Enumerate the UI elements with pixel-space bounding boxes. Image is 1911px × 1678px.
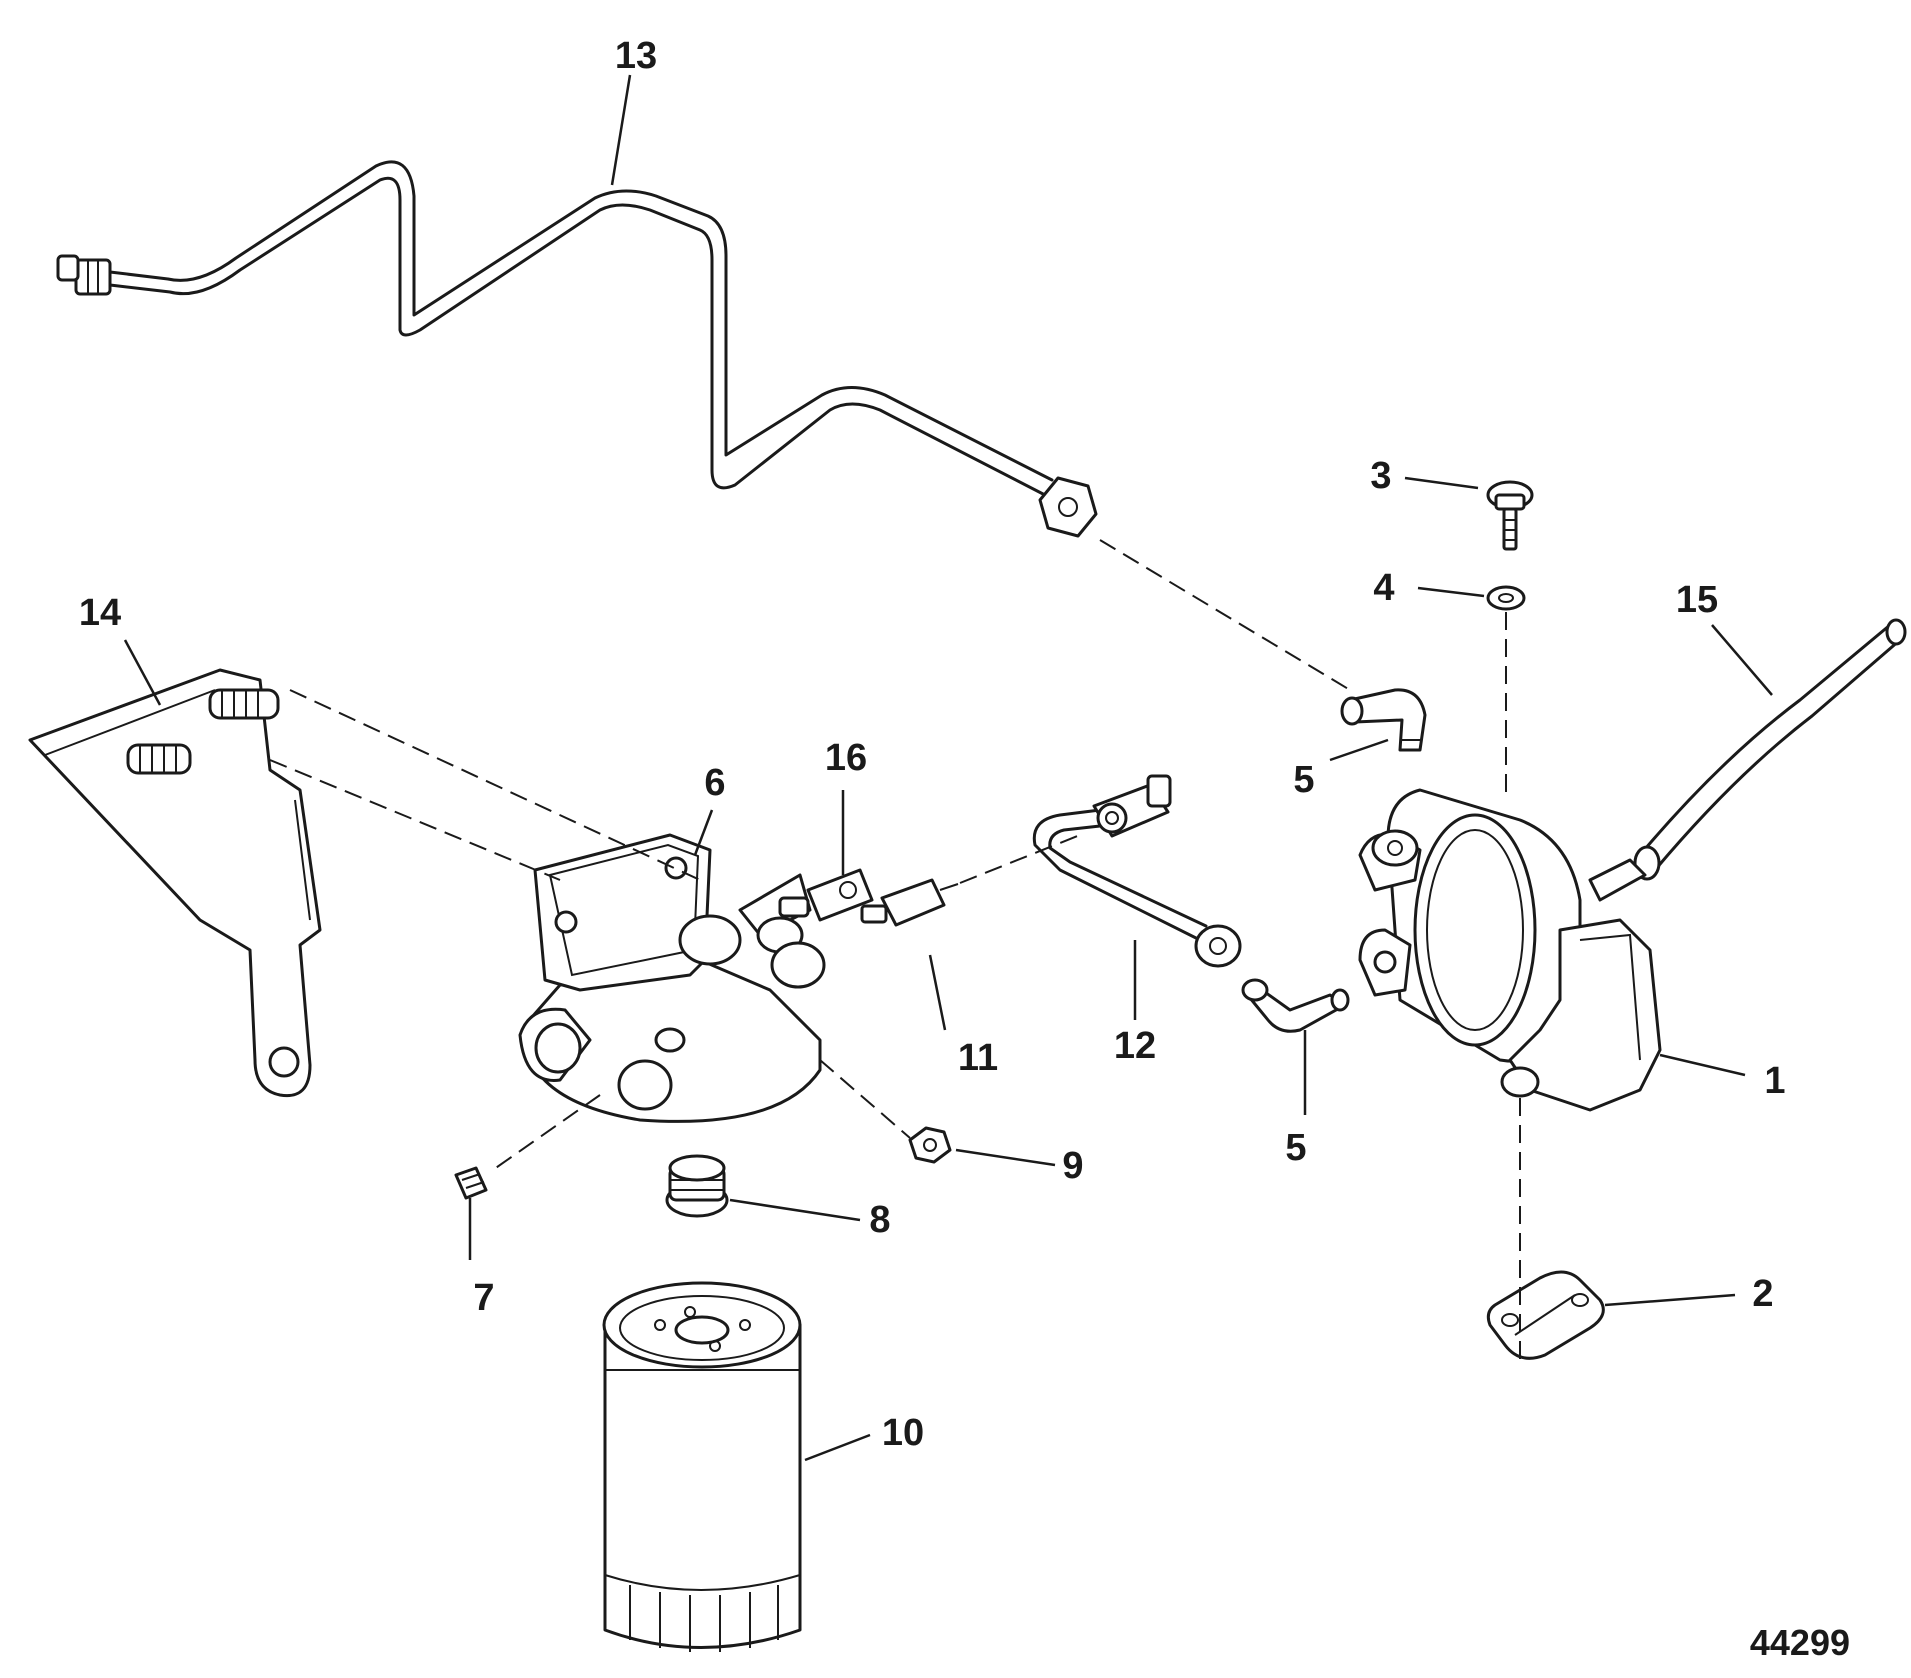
- part-14-bracket: [28, 668, 322, 1098]
- callout-5-lower: 5: [1285, 1127, 1306, 1169]
- assembly-dash-lines: [269, 539, 1521, 1360]
- part-15-hose: [1633, 618, 1907, 881]
- callout-4: 4: [1373, 567, 1394, 609]
- callout-16: 16: [825, 737, 867, 779]
- part-16-fitting: [778, 868, 874, 922]
- callout-13: 13: [615, 35, 657, 77]
- part-4-washer: [1486, 585, 1526, 611]
- part-10-filter: [602, 1281, 802, 1652]
- callout-14: 14: [79, 592, 121, 634]
- callout-8: 8: [869, 1199, 890, 1241]
- callout-1: 1: [1764, 1060, 1785, 1102]
- part-9-nut: [908, 1126, 952, 1164]
- part-5-elbow-lower: [1241, 978, 1350, 1033]
- part-7-plug: [454, 1166, 488, 1200]
- part-11-switch: [860, 878, 959, 927]
- leader-lines: [123, 74, 1773, 1462]
- part-3-bolt: [1486, 480, 1534, 551]
- callout-2: 2: [1752, 1273, 1773, 1315]
- callout-10: 10: [882, 1412, 924, 1454]
- fitting-end-fitting: [56, 254, 112, 296]
- callout-7: 7: [473, 1277, 494, 1319]
- stud-fitting: [208, 688, 280, 720]
- tube-end-fitting: [1092, 774, 1172, 838]
- stud-fitting: [126, 743, 192, 775]
- callout-3: 3: [1370, 455, 1391, 497]
- part-13-fuel-line: [56, 160, 1098, 538]
- callouts: 1 2 3 4 5 5 6 7 8 9 10 11 12 13 14 15 16: [79, 35, 1786, 1454]
- part-1-fuel-pump: [1358, 788, 1662, 1112]
- tube-nut-fitting: [1194, 924, 1242, 968]
- part-8-fitting: [665, 1154, 729, 1218]
- callout-6: 6: [704, 762, 725, 804]
- callout-9: 9: [1062, 1145, 1083, 1187]
- part-6-filter-head: [518, 833, 826, 1123]
- part-2-gasket: [1486, 1270, 1605, 1360]
- part-5-elbow-upper: [1340, 688, 1427, 752]
- callout-12: 12: [1114, 1025, 1156, 1067]
- figure-number: 44299: [1750, 1622, 1850, 1663]
- callout-11: 11: [958, 1037, 998, 1079]
- part-12-tube: [1032, 774, 1242, 968]
- flare-nut-fitting: [1038, 476, 1098, 538]
- callout-5-upper: 5: [1293, 759, 1314, 801]
- callout-15: 15: [1676, 579, 1718, 621]
